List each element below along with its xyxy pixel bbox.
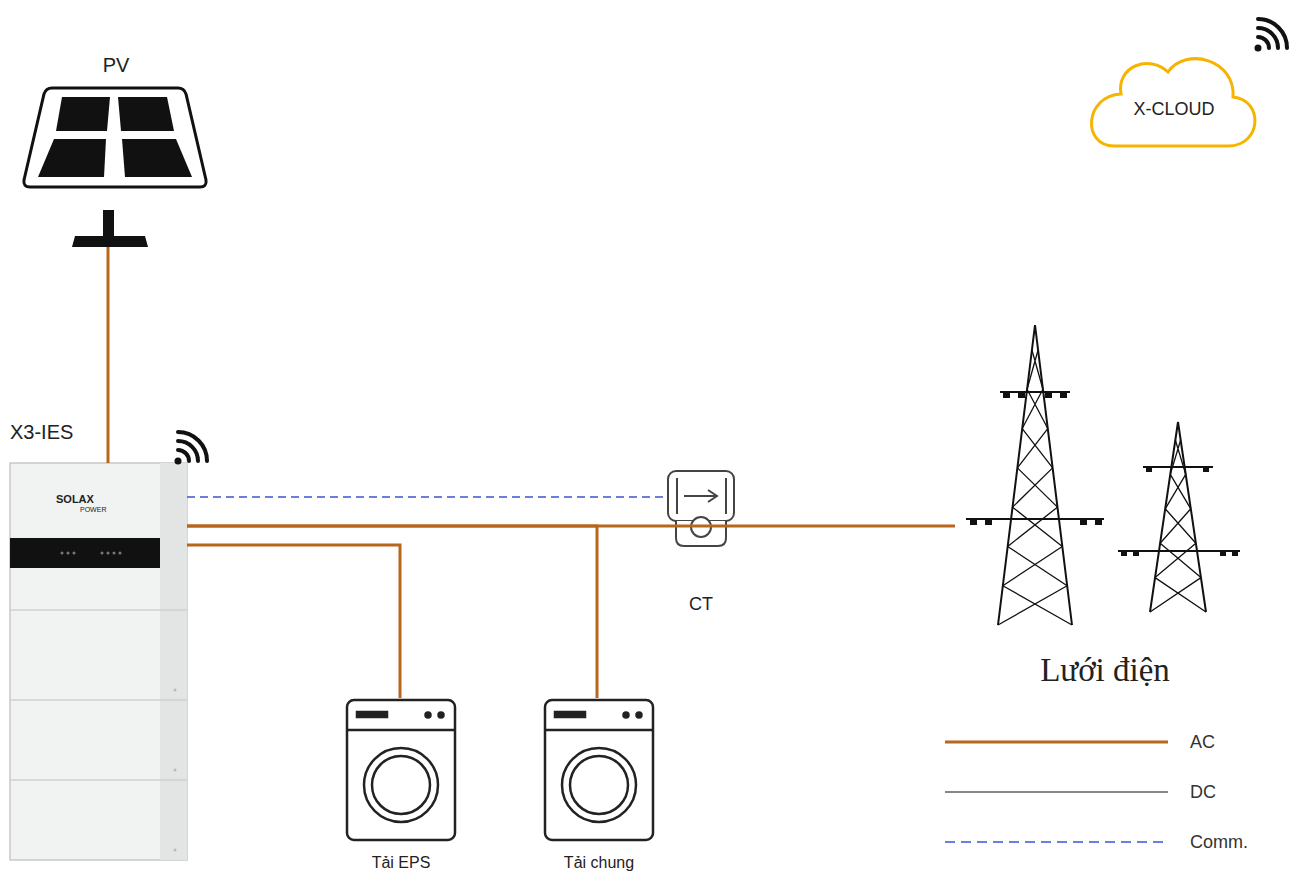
legend-text: Comm. xyxy=(1190,832,1248,853)
ct-sensor xyxy=(668,471,734,546)
ct-node: CT xyxy=(666,470,736,615)
cloud-outline xyxy=(1092,59,1255,146)
legend-text: DC xyxy=(1190,782,1216,803)
load-node: Tải chung xyxy=(543,698,655,872)
node-label: Lưới điện xyxy=(1040,652,1170,690)
grid-node: Lưới điện xyxy=(955,320,1255,690)
pv-panel-node: PV xyxy=(25,85,207,247)
washer-icon xyxy=(347,700,455,840)
wifi-icon xyxy=(175,432,208,465)
wire xyxy=(187,526,597,698)
wire xyxy=(187,496,666,498)
node-label: CT xyxy=(689,594,713,615)
wire xyxy=(187,545,400,698)
node-label: PV xyxy=(103,54,130,77)
inverter-node: X3-IESSOLAXPOWER xyxy=(10,463,187,860)
node-label: SOLAX xyxy=(56,493,94,506)
node-label: X3-IES xyxy=(10,421,73,444)
node-label: Tải EPS xyxy=(372,854,431,872)
insulators xyxy=(970,392,1238,556)
node-label: Tải chung xyxy=(564,854,634,872)
node-label: X-CLOUD xyxy=(1133,99,1214,120)
pylon xyxy=(966,325,1240,625)
wire xyxy=(107,247,110,463)
load-node: Tải EPS xyxy=(345,698,457,872)
cloud-node: X-CLOUD xyxy=(1085,45,1263,149)
pv-panel xyxy=(24,88,206,247)
legend-samples xyxy=(945,742,1168,842)
washer-icon xyxy=(545,700,653,840)
legend-text: AC xyxy=(1190,732,1215,753)
inverter xyxy=(10,463,187,860)
node-label: POWER xyxy=(80,506,106,514)
wifi-icon xyxy=(1255,19,1288,52)
